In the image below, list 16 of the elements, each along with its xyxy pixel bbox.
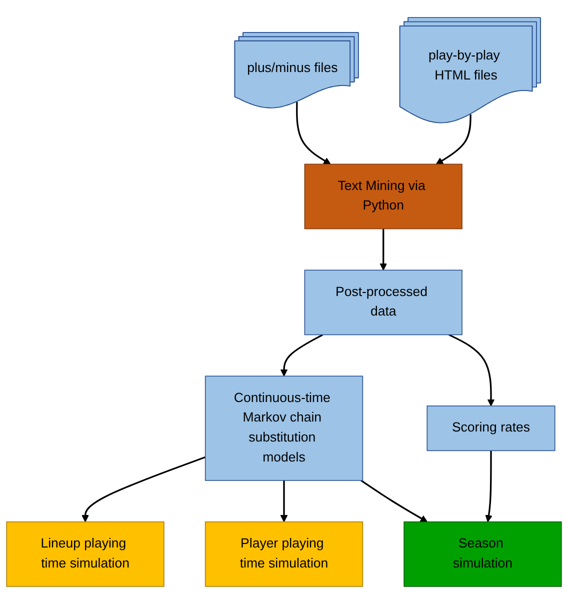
arrow: [296, 102, 331, 164]
arrow: [436, 114, 472, 164]
arrow: [280, 334, 324, 376]
arrow: [82, 456, 206, 522]
arrow: [280, 480, 288, 522]
node-box: Player playing time simulation: [204, 521, 364, 587]
node-box: Lineup playing time simulation: [6, 521, 164, 587]
arrow: [485, 450, 492, 522]
arrow: [448, 334, 495, 406]
arrow: [380, 228, 387, 270]
node-box: Continuous-time Markov chain substitution models: [204, 376, 364, 481]
node-box: Season simulation: [404, 521, 562, 587]
arrow: [360, 480, 428, 522]
node-box: Scoring rates: [426, 406, 556, 452]
node-box: Post-processed data: [304, 270, 462, 336]
node-box: Text Mining via Python: [304, 164, 462, 230]
